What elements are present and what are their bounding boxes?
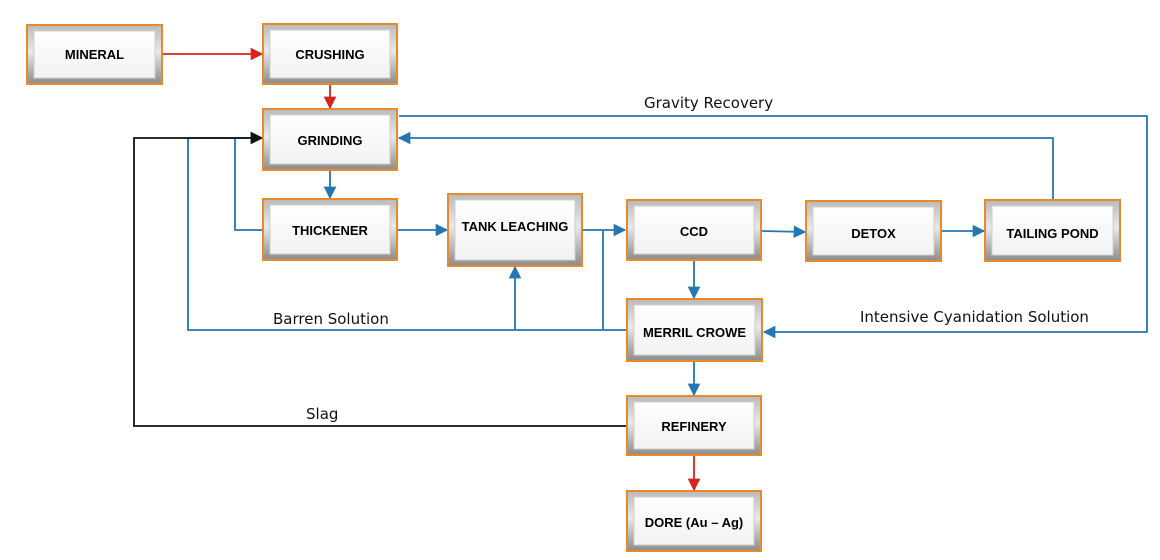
node-thickener-label: THICKENER xyxy=(292,223,368,238)
label-intensive-cyanidation: Intensive Cyanidation Solution xyxy=(860,308,1089,326)
node-refinery-label: REFINERY xyxy=(661,419,727,434)
node-detox-label: DETOX xyxy=(851,226,896,241)
node-mineral-label: MINERAL xyxy=(65,47,124,62)
node-merril-crowe: MERRIL CROWE xyxy=(626,298,763,362)
node-merril-crowe-label: MERRIL CROWE xyxy=(643,325,746,340)
node-ccd-label: CCD xyxy=(680,224,708,239)
node-crushing-label: CRUSHING xyxy=(295,47,364,62)
node-tank-leaching-label: TANK LEACHING xyxy=(462,219,569,234)
node-crushing: CRUSHING xyxy=(262,23,398,85)
node-mineral: MINERAL xyxy=(26,24,163,85)
node-refinery: REFINERY xyxy=(626,395,762,456)
node-tank-leaching: TANK LEACHING xyxy=(447,193,583,267)
label-gravity-recovery: Gravity Recovery xyxy=(644,94,773,112)
edge-slag xyxy=(133,131,627,427)
edge-thickener-recycle xyxy=(234,138,262,231)
node-thickener: THICKENER xyxy=(262,198,398,261)
node-detox: DETOX xyxy=(805,200,942,262)
node-grinding-label: GRINDING xyxy=(298,133,363,148)
edge-tailing-pond-to-grinding xyxy=(397,131,1054,199)
label-slag: Slag xyxy=(306,405,338,423)
label-barren-solution: Barren Solution xyxy=(273,310,389,328)
node-ccd: CCD xyxy=(626,199,762,261)
node-dore-label: DORE (Au – Ag) xyxy=(645,515,743,530)
node-tailing-pond: TAILING POND xyxy=(984,199,1121,262)
edge-gravity-recovery xyxy=(399,115,1148,339)
node-tailing-pond-label: TAILING POND xyxy=(1006,226,1098,241)
node-dore: DORE (Au – Ag) xyxy=(626,490,762,552)
node-grinding: GRINDING xyxy=(262,108,398,171)
edge-ccd-to-detox xyxy=(761,225,807,239)
